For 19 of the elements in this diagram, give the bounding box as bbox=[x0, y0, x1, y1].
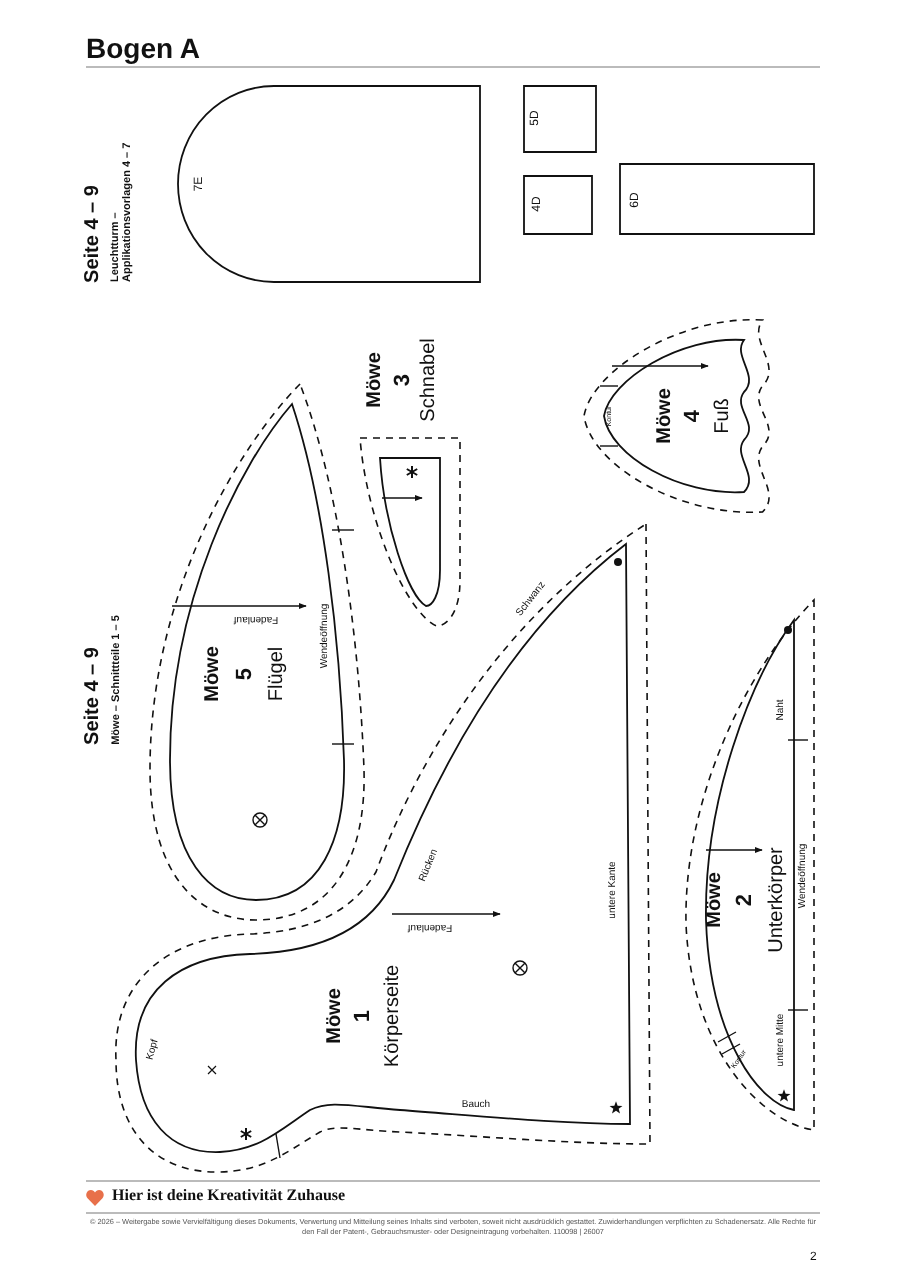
piece-number: 2 bbox=[735, 893, 757, 907]
piece-label: Möwe bbox=[326, 988, 346, 1044]
piece-name: Flügel bbox=[268, 646, 288, 702]
piece-number: 5 bbox=[235, 667, 257, 681]
section-heading: Seite 4 – 9 bbox=[84, 185, 104, 283]
piece-name: Fuß bbox=[714, 398, 734, 434]
piece-label: Möwe bbox=[366, 352, 386, 408]
piece-number: 3 bbox=[393, 373, 415, 387]
section-heading: Seite 4 – 9 bbox=[84, 647, 104, 745]
piece-name: Schnabel bbox=[420, 338, 440, 422]
piece-number: 1 bbox=[353, 1009, 375, 1023]
piece-number: 4 bbox=[683, 409, 705, 423]
piece-label: Möwe bbox=[706, 872, 726, 928]
sheet-title: Bogen A bbox=[86, 34, 201, 62]
piece-name: Körperseite bbox=[384, 964, 404, 1068]
piece-name: Unterkörper bbox=[768, 847, 788, 953]
piece-label: Möwe bbox=[204, 646, 224, 702]
piece-label: Möwe bbox=[656, 388, 676, 444]
slogan: Hier ist deine Kreativität Zuhause bbox=[112, 1188, 346, 1204]
